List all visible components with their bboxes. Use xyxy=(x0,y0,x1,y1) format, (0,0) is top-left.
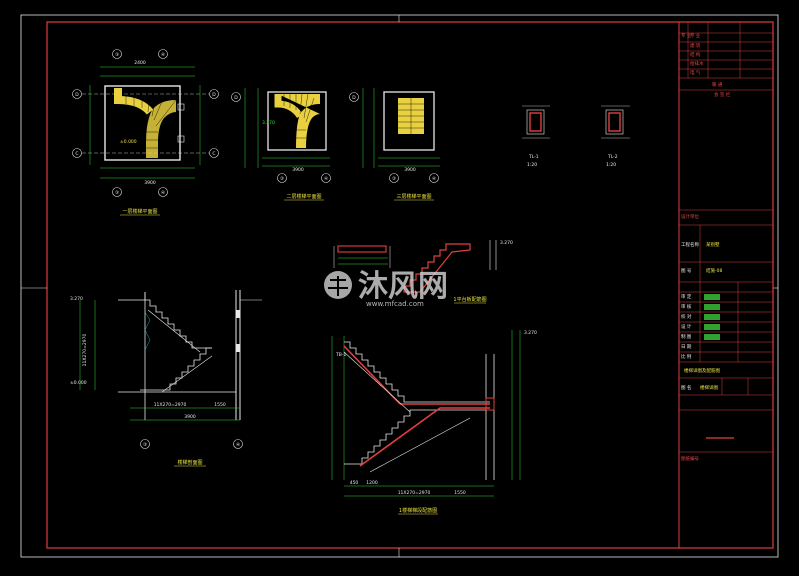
section2-title: 1楼梯梯段配筋图 xyxy=(399,507,437,514)
beam1-scale: 1:20 xyxy=(527,162,537,168)
section1-axis-1: ③ xyxy=(143,442,147,448)
tb-role-2: 审 核 xyxy=(681,303,692,310)
plan1-level: ±0.000 xyxy=(120,139,137,145)
tb-row-1: 专 业 xyxy=(681,32,692,39)
plan1-axis-left-1: D xyxy=(75,92,79,98)
plan2-dim-bottom: 3900 xyxy=(292,167,304,173)
tb-title-main: 楼梯详图及配筋图 xyxy=(684,367,720,374)
plan1-title: 一层楼梯平面图 xyxy=(122,208,157,215)
beam-sections: TL-1 1:20 TL-2 1:20 xyxy=(522,105,630,168)
tb-role-4: 设 计 xyxy=(681,323,692,330)
section1-dim-bottom: 3900 xyxy=(184,414,196,420)
beam2-scale: 1:20 xyxy=(606,162,616,168)
plan1-dim-bottom: 3900 xyxy=(144,180,156,186)
plan2-axis-left: D xyxy=(234,95,238,101)
plan2-title: 二层楼梯平面图 xyxy=(286,193,321,200)
detail-level: 3.270 xyxy=(500,240,513,246)
tb-sign-label: 会 签 栏 xyxy=(714,91,731,98)
tb-row-4: 给排水 xyxy=(690,60,704,67)
section1-level-bottom: ±0.000 xyxy=(70,380,87,386)
detail-slab: 3.270 1平台板配筋图 xyxy=(333,240,513,304)
plan1-axis-left-2: C xyxy=(75,151,78,157)
plan3-axis-bottom-1: ③ xyxy=(392,176,396,182)
plan-3: D 3900 ③ ④ 三层楼梯平面图 xyxy=(349,88,440,201)
plan1-dim-top: 2400 xyxy=(134,60,146,66)
detail-stair xyxy=(403,243,471,293)
plan1-axis-bottom-2: ④ xyxy=(161,190,165,196)
tb-row-1b: 专 业 xyxy=(690,32,701,39)
plan3-dim-bottom: 3900 xyxy=(404,167,416,173)
tb-role-3: 校 对 xyxy=(681,313,692,320)
section1-title: 楼梯剖面图 xyxy=(177,459,202,466)
tb-role-5: 制 图 xyxy=(681,333,692,340)
plan2-axis-bottom-2: ④ xyxy=(324,176,328,182)
plan1-axis-bottom-1: ③ xyxy=(115,190,119,196)
section-1: 3.270 ±0.000 11X270=2970 11X270=2970 155… xyxy=(70,290,262,467)
section1-axis-2: ④ xyxy=(236,442,240,448)
tb-project-label: 工程名称 xyxy=(681,241,699,248)
plan1-axis-right-1: D xyxy=(212,92,216,98)
tb-row-5: 电 气 xyxy=(690,69,701,76)
title-block: 专 业 专 业 建 筑 结 构 给排水 电 气 暖 通 会 签 栏 设计单位 工… xyxy=(678,21,774,549)
section2-label: TB-1 xyxy=(335,352,346,358)
plan3-axis-bottom-2: ④ xyxy=(432,176,436,182)
plan3-title: 三层楼梯平面图 xyxy=(396,193,431,200)
plan-1: ③ ④ 2400 D C D C ±0.000 xyxy=(72,49,219,216)
tb-num-value: 结施-08 xyxy=(706,267,722,274)
section1-dim-steps-bottom: 11X270=2970 xyxy=(154,402,187,408)
tb-date-label: 日 期 xyxy=(681,344,692,350)
plan2-stair xyxy=(278,94,320,148)
tb-footer: 图纸编号 xyxy=(681,455,699,462)
plan1-axis-top-1: ③ xyxy=(115,52,119,58)
section1-dim-right: 1550 xyxy=(214,402,226,408)
tb-drawing-label: 图 名 xyxy=(681,384,691,391)
section2-flight-lower xyxy=(344,409,490,465)
section2-dim-3: 11X270=2970 xyxy=(398,490,431,496)
watermark-url: www.mfcad.com xyxy=(366,300,424,308)
beam1-label: TL-1 xyxy=(528,154,539,160)
section2-flight-upper xyxy=(344,341,490,403)
beam2-label: TL-2 xyxy=(607,154,618,160)
plan3-axis-left: D xyxy=(352,95,356,101)
tb-row-6: 暖 通 xyxy=(712,81,723,88)
plan2-level: 3.270 xyxy=(262,120,275,126)
tb-role-1: 审 定 xyxy=(681,293,692,300)
detail-title: 1平台板配筋图 xyxy=(453,296,486,303)
section2-level-right: 3.270 xyxy=(524,330,537,336)
tb-drawing-value: 楼梯详图 xyxy=(700,384,718,391)
tb-row-3: 结 构 xyxy=(690,51,701,58)
plan1-stair xyxy=(118,88,176,158)
sheet-border-outer xyxy=(20,14,779,558)
plan2-axis-bottom-1: ③ xyxy=(280,176,284,182)
section1-stair-upper xyxy=(145,299,212,349)
plan-2: D 3.270 3900 ③ ④ 二层楼梯平面图 xyxy=(231,88,331,201)
section2-dim-2: 1200 xyxy=(366,480,378,486)
section1-dim-steps: 11X270=2970 xyxy=(82,334,88,367)
section-2: TB-1 3.270 450 1200 11X270=2970 1550 1楼梯… xyxy=(331,330,537,515)
section2-dim-4: 1550 xyxy=(454,490,466,496)
tb-company: 设计单位 xyxy=(681,213,699,220)
watermark-brand: 沐风网 xyxy=(358,269,448,304)
watermark: 沐风网 www.mfcad.com xyxy=(324,269,448,308)
tb-scale-label: 比 例 xyxy=(681,353,692,360)
tb-num-label: 图 号 xyxy=(681,268,692,274)
tb-row-2: 建 筑 xyxy=(690,42,701,49)
tb-project-value: 某别墅 xyxy=(706,241,720,248)
section2-dim-1: 450 xyxy=(350,480,359,486)
plan1-axis-top-2: ④ xyxy=(161,52,165,58)
plan1-axis-right-2: C xyxy=(212,151,215,157)
section1-level-top: 3.270 xyxy=(70,296,83,302)
